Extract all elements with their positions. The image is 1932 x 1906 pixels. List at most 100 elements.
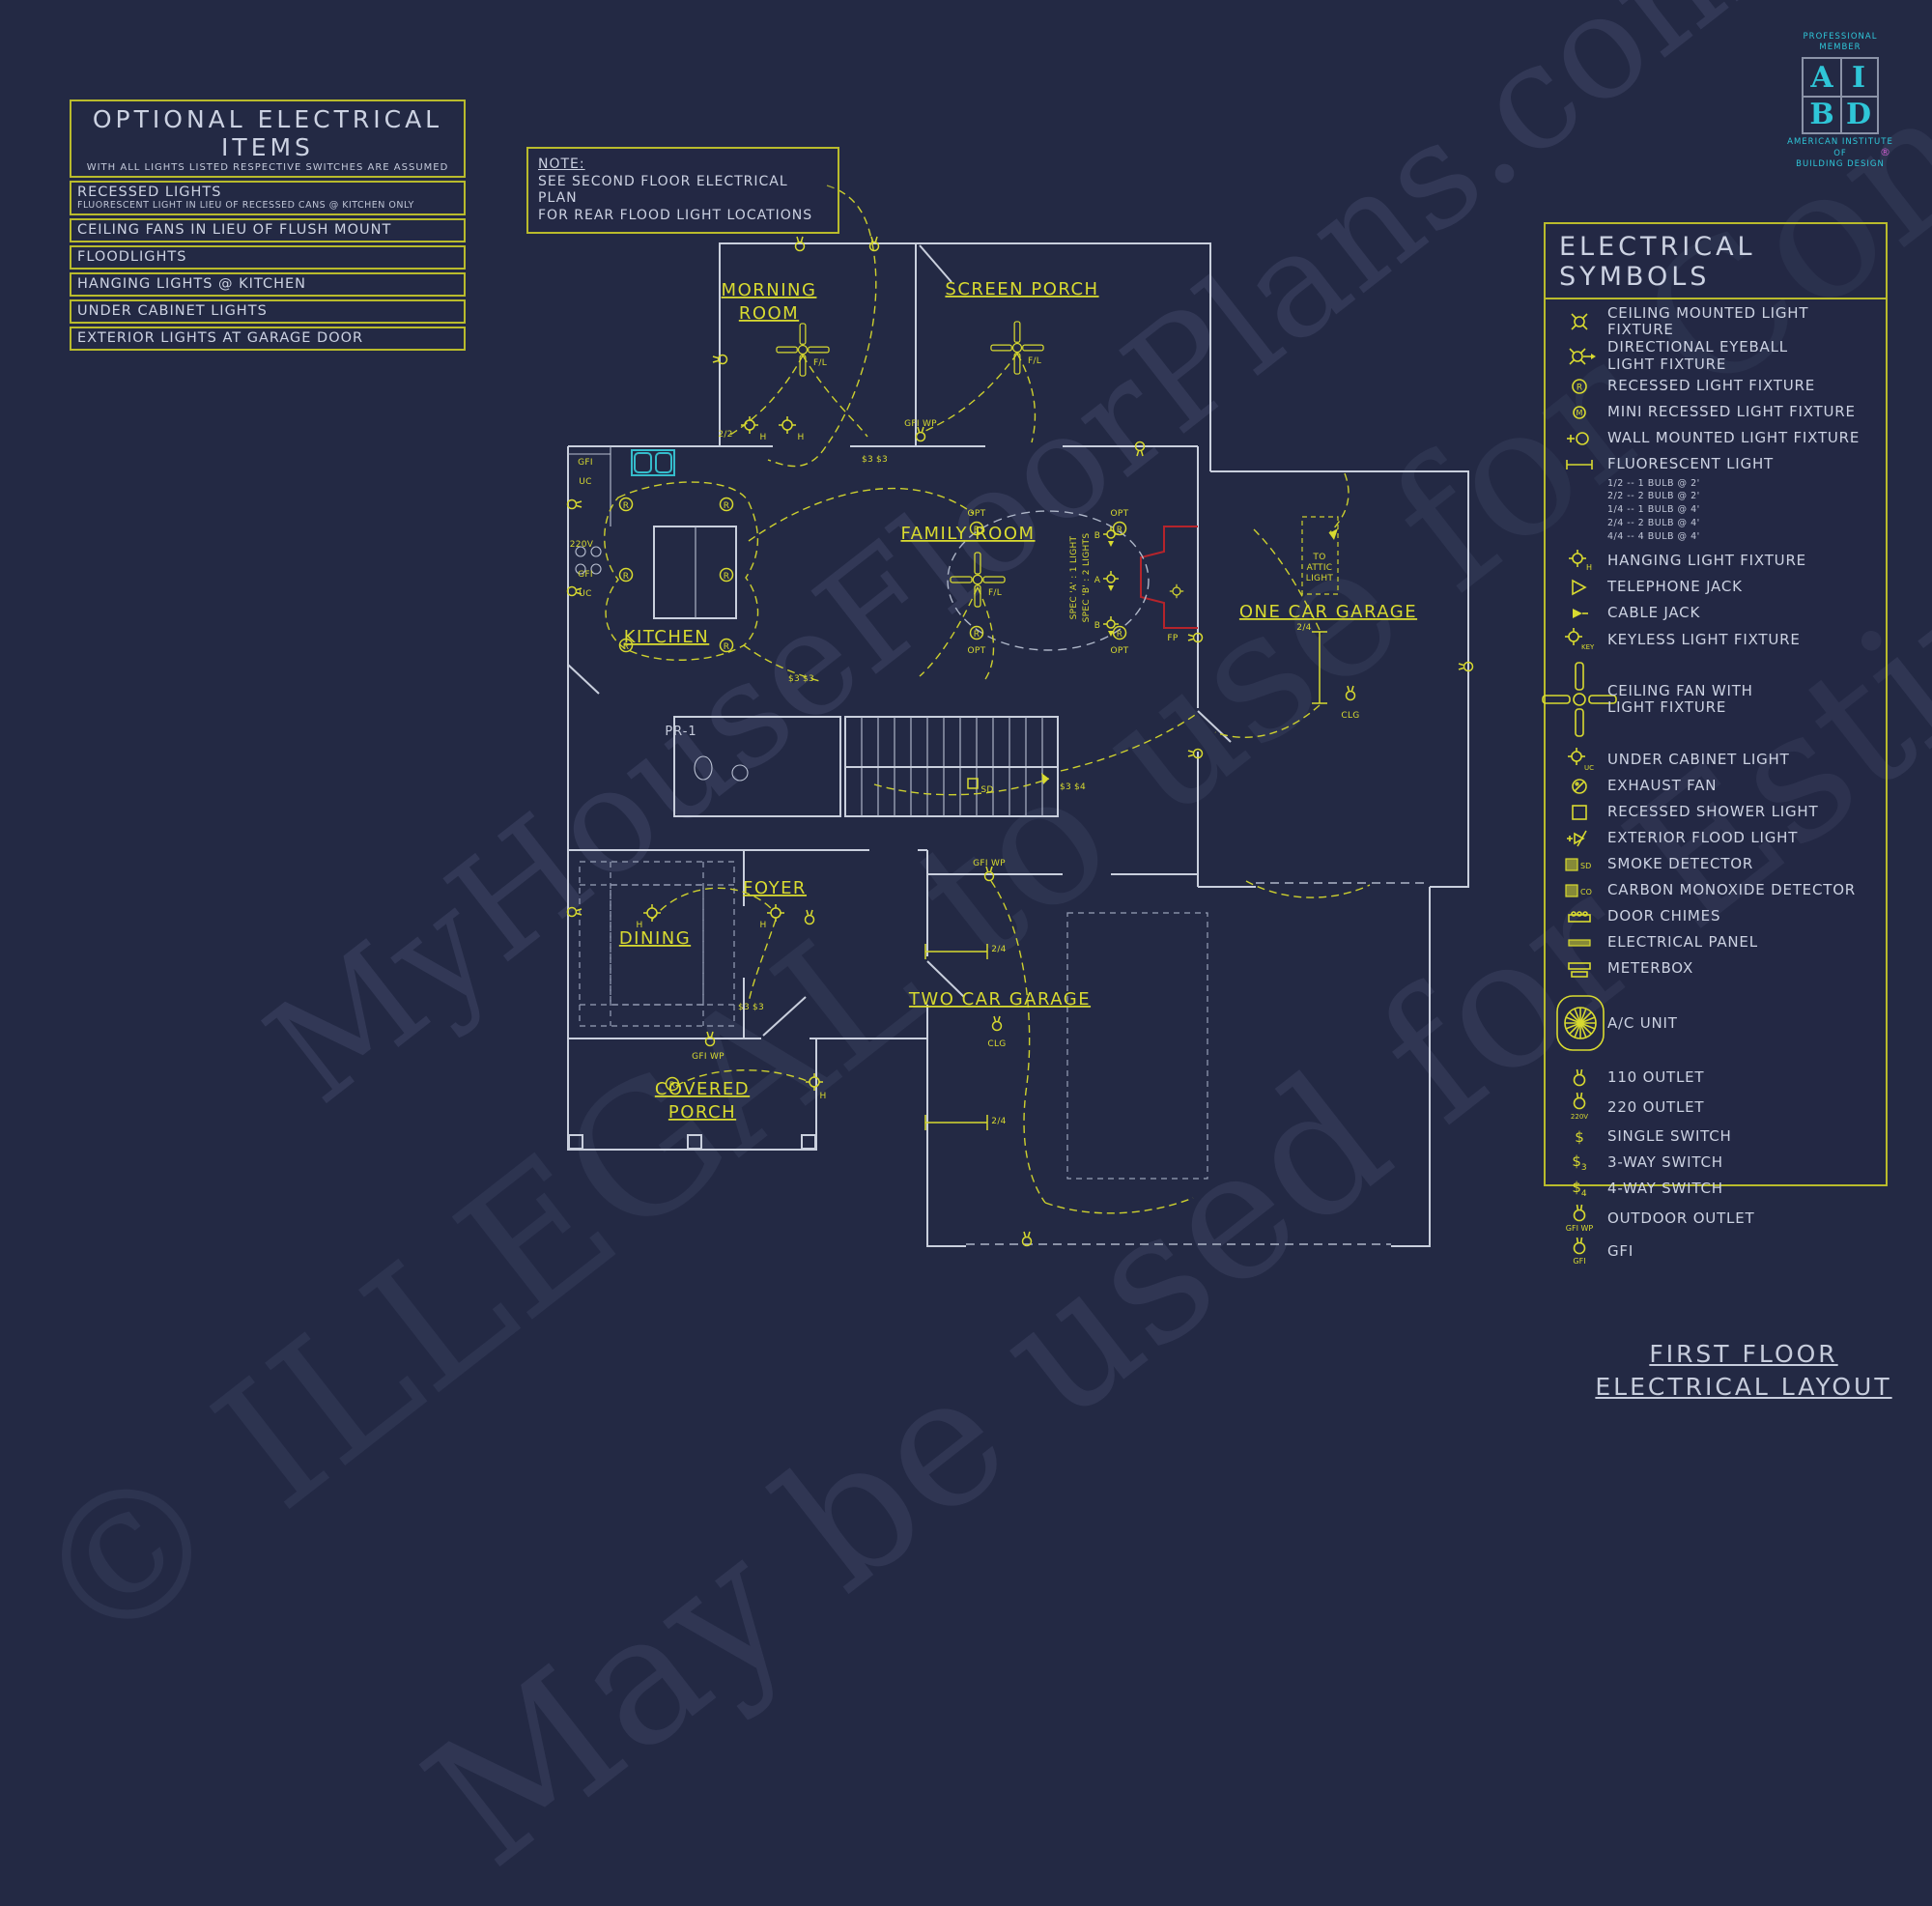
plan-annotation: SD <box>980 785 993 795</box>
plan-annotation: R <box>669 1081 676 1091</box>
plan-annotation: $3 <box>1060 782 1071 792</box>
under-cabinet-light-icon: UC <box>1551 746 1607 773</box>
plan-annotation: F/L <box>813 358 827 368</box>
legend-title: ELECTRICAL SYMBOLS <box>1546 224 1886 299</box>
plan-annotation: GFI WP <box>973 859 1006 868</box>
plan-annotation: GFI WP <box>904 419 937 429</box>
optional-item-row: EXTERIOR LIGHTS AT GARAGE DOOR <box>70 327 466 351</box>
legend-label: 4-WAY SWITCH <box>1607 1180 1723 1198</box>
sheet-title: FIRST FLOOR ELECTRICAL LAYOUT <box>1594 1338 1893 1404</box>
gfi-outlet-icon: GFI <box>1551 1237 1607 1266</box>
plan-annotation: H <box>636 921 642 930</box>
telephone-jack-icon <box>1551 575 1607 600</box>
plan-annotation: $3 <box>876 455 888 465</box>
svg-text:220V: 220V <box>1571 1113 1588 1121</box>
meterbox-icon <box>1551 956 1607 981</box>
legend-item: ELECTRICAL PANEL <box>1551 929 1880 955</box>
plan-annotation: 2/4 <box>1296 623 1311 633</box>
legend-label: CEILING FAN WITH LIGHT FIXTURE <box>1607 682 1753 717</box>
legend-label: CARBON MONOXIDE DETECTOR <box>1607 881 1857 899</box>
legend-label: EXHAUST FAN <box>1607 777 1718 795</box>
plan-annotation: ONE CAR GARAGE <box>1239 602 1417 622</box>
plan-annotation: GFI <box>578 570 593 580</box>
optional-item-label: EXTERIOR LIGHTS AT GARAGE DOOR <box>77 330 364 346</box>
optional-item-note: FLUORESCENT LIGHT IN LIEU OF RECESSED CA… <box>77 200 414 211</box>
svg-text:CO: CO <box>1580 888 1592 896</box>
fluorescent-sublines: 1/2 -- 1 BULB @ 2' 2/2 -- 2 BULB @ 2' 1/… <box>1607 477 1700 542</box>
plan-annotation: 2/4 <box>991 945 1006 954</box>
plan-annotation: OPT <box>968 646 986 656</box>
legend-label: METERBOX <box>1607 959 1694 978</box>
legend-label: 220 OUTLET <box>1607 1097 1705 1116</box>
plan-annotation: R <box>724 642 730 652</box>
plan-annotation: OPT <box>1111 509 1129 519</box>
optional-items-header: OPTIONAL ELECTRICAL ITEMS WITH ALL LIGHT… <box>70 100 466 178</box>
plan-annotation: GFI <box>578 458 593 468</box>
legend-item: $4 4-WAY SWITCH <box>1551 1176 1880 1202</box>
fluorescent-light-icon <box>1551 452 1607 477</box>
svg-text:H: H <box>1586 563 1592 572</box>
plan-annotation: $4 <box>1074 782 1086 792</box>
plan-annotation: R <box>623 572 630 582</box>
optional-item-row: HANGING LIGHTS @ KITCHEN <box>70 272 466 297</box>
plan-annotation: 2/2 <box>718 430 732 440</box>
optional-item-row: FLOODLIGHTS <box>70 245 466 270</box>
legend-item: $ SINGLE SWITCH <box>1551 1124 1880 1150</box>
legend-label: TELEPHONE JACK <box>1607 578 1743 596</box>
plan-annotation: SPEC 'A' : 1 LIGHT <box>1069 535 1079 619</box>
powder-room-fixtures <box>694 755 749 782</box>
legend-label: EXTERIOR FLOOD LIGHT <box>1607 829 1799 847</box>
legend-label: 110 OUTLET <box>1607 1068 1705 1087</box>
aibd-letter: I <box>1851 60 1866 95</box>
legend-item: CEILING MOUNTED LIGHT FIXTURE <box>1551 304 1880 339</box>
svg-text:R: R <box>1577 384 1582 393</box>
legend-item: DOOR CHIMES <box>1551 903 1880 929</box>
walls <box>567 242 1469 1247</box>
legend-item: $3 3-WAY SWITCH <box>1551 1150 1880 1176</box>
note-box: NOTE: SEE SECOND FLOOR ELECTRICAL PLAN F… <box>526 147 839 234</box>
plan-annotation: B <box>1094 531 1100 541</box>
directional-eyeball-light-icon <box>1551 344 1607 369</box>
legend-item: GFI GFI <box>1551 1235 1880 1267</box>
plan-annotation: A <box>1094 576 1101 585</box>
kitchen-sink <box>631 449 675 476</box>
optional-item-label: HANGING LIGHTS @ KITCHEN <box>77 276 306 292</box>
plan-annotation: $3 <box>788 674 800 684</box>
recessed-light-icon: R <box>1551 374 1607 399</box>
plan-annotation: B <box>1094 621 1100 631</box>
svg-text:KEY: KEY <box>1581 643 1595 651</box>
plan-annotation: H <box>759 433 766 442</box>
plan-annotation: GFI WP <box>692 1052 724 1062</box>
fireplace <box>1140 526 1198 629</box>
legend-item: UC UNDER CABINET LIGHT <box>1551 746 1880 773</box>
legend-item: WALL MOUNTED LIGHT FIXTURE <box>1551 426 1880 452</box>
legend-label: RECESSED LIGHT FIXTURE <box>1607 377 1816 395</box>
plan-annotation: F/L <box>988 588 1002 598</box>
ceiling-mounted-light-icon <box>1551 309 1607 334</box>
note-line: SEE SECOND FLOOR ELECTRICAL PLAN <box>538 173 788 207</box>
plan-annotation: UC <box>579 589 591 599</box>
aibd-logo: PROFESSIONAL MEMBER A I B D ® AMERICAN I… <box>1782 32 1898 171</box>
outlet-110-icon <box>1551 1066 1607 1091</box>
plan-annotation: PORCH <box>668 1102 736 1123</box>
registered-mark: ® <box>1880 146 1890 158</box>
aibd-org-line: AMERICAN INSTITUTE <box>1787 137 1893 148</box>
aibd-letter-grid: A I B D <box>1802 57 1879 135</box>
plan-annotation: MORNING <box>722 280 817 300</box>
legend-label: GFI <box>1607 1241 1634 1260</box>
legend-label: DIRECTIONAL EYEBALL LIGHT FIXTURE <box>1607 338 1788 373</box>
legend-item: EXTERIOR FLOOD LIGHT <box>1551 825 1880 851</box>
plan-annotation: R <box>974 526 980 535</box>
wall-mounted-light-icon <box>1551 426 1607 451</box>
plan-annotation: UC <box>579 477 591 487</box>
legend-item: GFI WP OUTDOOR OUTLET <box>1551 1202 1880 1235</box>
legend-label: RECESSED SHOWER LIGHT <box>1607 803 1819 821</box>
legend-item: RECESSED SHOWER LIGHT <box>1551 799 1880 825</box>
door-chimes-icon <box>1551 904 1607 929</box>
legend-label: DOOR CHIMES <box>1607 907 1721 925</box>
plan-annotation: TO <box>1312 553 1325 562</box>
legend-item: KEY KEYLESS LIGHT FIXTURE <box>1551 626 1880 653</box>
aibd-member-line: PROFESSIONAL <box>1803 32 1878 42</box>
